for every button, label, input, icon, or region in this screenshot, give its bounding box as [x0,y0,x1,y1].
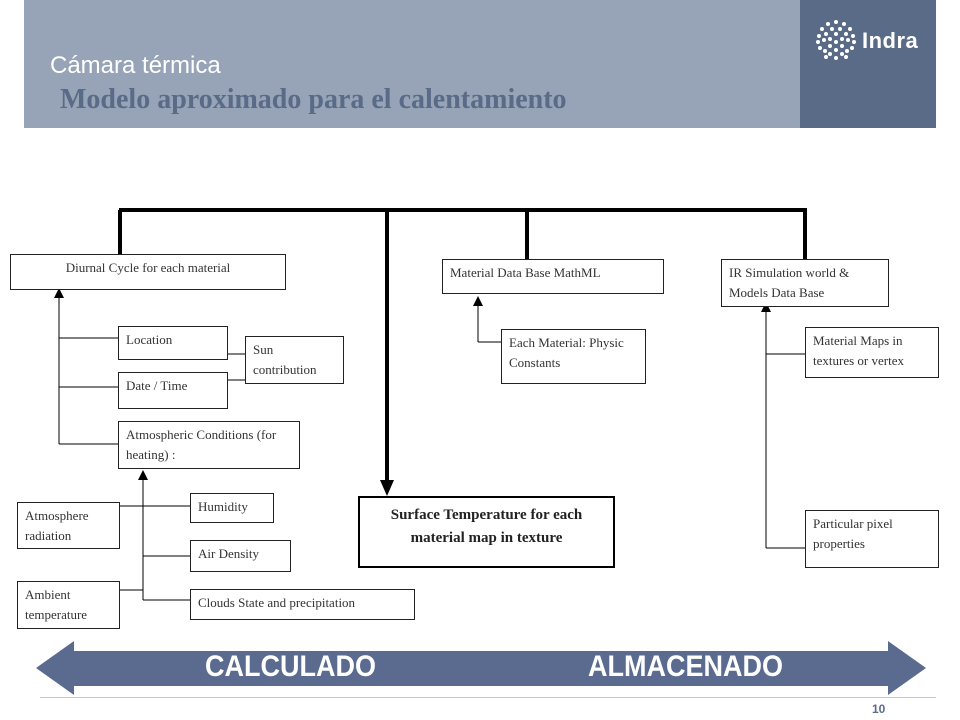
surface-arrowhead [380,480,394,496]
material-maps-box: Material Maps in textures or vertex [805,327,939,378]
location-box: Location [118,326,228,360]
logo-area: Indra [800,0,936,128]
pixel-properties-box: Particular pixel properties [805,510,939,568]
air-density-box: Air Density [190,540,291,572]
material-database-box: Material Data Base MathML [442,259,664,294]
almacenado-label: ALMACENADO [588,650,783,683]
page-title: Cámara térmica [50,52,221,79]
each-material-box: Each Material: Physic Constants [501,329,646,384]
date-time-box: Date / Time [118,372,228,409]
logo-text: Indra [862,28,919,53]
atmospheric-conditions-box: Atmospheric Conditions (for heating) : [118,421,300,469]
ambient-temperature-box: Ambient temperature [17,581,120,629]
header-banner [24,0,800,128]
surface-temperature-box: Surface Temperature for each material ma… [358,496,615,568]
diurnal-cycle-box: Diurnal Cycle for each material [10,254,286,290]
calculado-almacenado-arrow [36,641,926,695]
calculado-label: CALCULADO [205,650,376,683]
page-number: 10 [872,702,886,716]
ir-simulation-box: IR Simulation world & Models Data Base [721,259,889,307]
footer-divider [40,697,936,698]
atmosphere-radiation-box: Atmosphere radiation [17,502,120,549]
page-subtitle: Modelo aproximado para el calentamiento [60,84,567,115]
sun-contribution-box: Sun contribution [245,336,344,384]
humidity-box: Humidity [190,493,274,523]
clouds-box: Clouds State and precipitation [190,589,415,620]
indra-logo-icon [816,20,856,60]
